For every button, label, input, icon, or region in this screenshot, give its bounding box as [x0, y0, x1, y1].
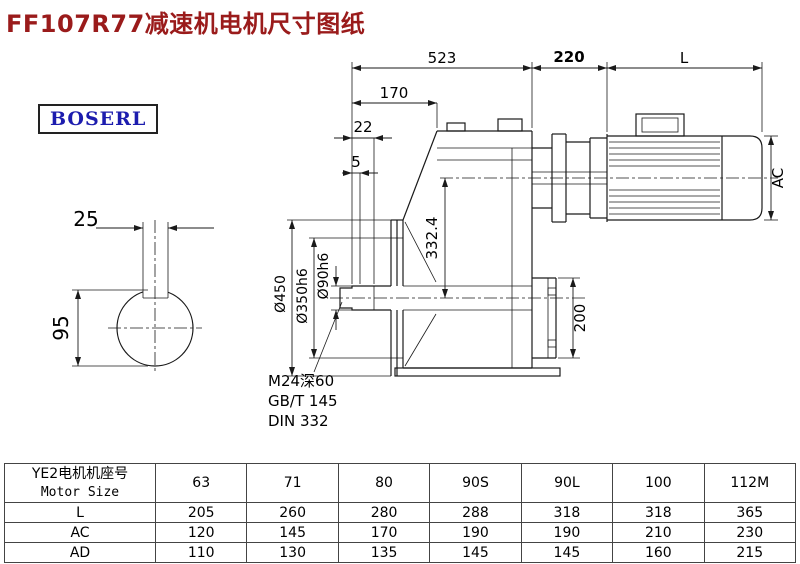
table-cell: 100 [612, 463, 705, 503]
brand-logo-box: BOSERL [38, 104, 159, 134]
dim-shaft-diameter: Ø90h6 [316, 253, 332, 300]
dim-motor-diameter: AC [769, 168, 787, 188]
table-cell: 190 [429, 522, 522, 543]
table-cell: 120 [154, 522, 248, 543]
table-cell: 145 [429, 542, 522, 563]
dim-flange-od: Ø450 [273, 275, 289, 313]
dim-22: 22 [353, 118, 372, 136]
dim-5: 5 [351, 153, 361, 171]
table-cell: 280 [337, 502, 431, 523]
table-cell: 90S [429, 463, 522, 503]
table-cell: 170 [337, 522, 431, 543]
table-cell: 215 [703, 542, 797, 563]
gearbox-housing [390, 118, 561, 377]
table-cell: 71 [246, 463, 339, 503]
table-cell: 130 [246, 542, 339, 563]
table-cell: 288 [429, 502, 522, 523]
note-standard-gb: GB/T 145 [268, 392, 338, 410]
dim-key-width: 25 [73, 207, 98, 231]
dim-adapter-length: 220 [553, 48, 584, 66]
table-cell: 365 [703, 502, 797, 523]
table-cell: 110 [154, 542, 248, 563]
table-cell: 63 [154, 463, 248, 503]
dim-gearbox-length: 523 [428, 49, 457, 67]
table-row-AD: AD 110 130 135 145 145 160 215 [4, 542, 797, 563]
spec-table: YE2电机机座号 Motor Size 63 71 80 90S 90L 100… [4, 463, 797, 563]
table-cell: 210 [612, 522, 705, 543]
row-label: L [4, 502, 156, 523]
row-label: AC [4, 522, 156, 543]
table-row-L: L 205 260 280 288 318 318 365 [4, 502, 797, 523]
table-cell: 80 [337, 463, 431, 503]
table-header-row: YE2电机机座号 Motor Size 63 71 80 90S 90L 100… [4, 463, 797, 503]
header-label-cn: YE2电机机座号 [31, 466, 129, 482]
note-standard-din: DIN 332 [268, 412, 329, 430]
note-thread: M24深60 [268, 372, 334, 390]
row-label: AD [4, 542, 156, 563]
header-label-en: Motor Size [40, 485, 120, 500]
table-cell: 160 [612, 542, 705, 563]
table-row-AC: AC 120 145 170 190 190 210 230 [4, 522, 797, 543]
table-cell: 230 [703, 522, 797, 543]
dimension-drawing: 25 95 M24深60 GB/T 145 DIN 332 [49, 48, 787, 430]
table-cell: 260 [246, 502, 339, 523]
dim-200: 200 [571, 304, 589, 333]
dim-motor-length: L [680, 49, 689, 67]
dim-170: 170 [380, 84, 409, 102]
dim-shaft-section: 95 [49, 315, 73, 340]
table-cell: 318 [520, 502, 614, 523]
brand-logo-text: BOSERL [50, 108, 147, 130]
dim-spigot-diameter: Ø350h6 [295, 268, 311, 324]
table-cell: 90L [520, 463, 614, 503]
table-cell: 190 [520, 522, 614, 543]
dimension-annotations: 523 220 L 170 22 5 AC 332 [273, 48, 787, 377]
motor-assembly [440, 113, 778, 223]
table-cell: 318 [612, 502, 705, 523]
table-cell: 112M [703, 463, 797, 503]
shaft-section-view: 25 95 [49, 207, 214, 372]
table-cell: 145 [246, 522, 339, 543]
motor-size-header-cell: YE2电机机座号 Motor Size [4, 463, 156, 503]
table-cell: 205 [154, 502, 248, 523]
dim-center-height: 332.4 [423, 217, 441, 260]
table-cell: 145 [520, 542, 614, 563]
table-cell: 135 [337, 542, 431, 563]
page-title: FF107R77减速机电机尺寸图纸 [6, 10, 366, 38]
